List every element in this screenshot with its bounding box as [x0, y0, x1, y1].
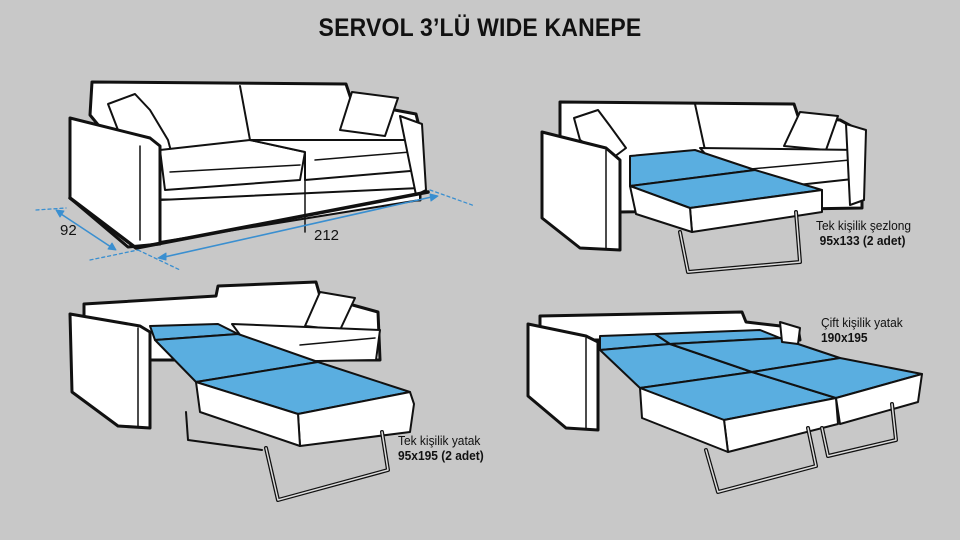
dimension-lines — [35, 189, 476, 271]
sofa-chaise-illustration — [540, 100, 867, 274]
page-title: SERVOL 3’LÜ WIDE KANEPE — [318, 14, 642, 42]
depth-dimension-label: 92 — [60, 222, 77, 239]
sofa-double-bed-illustration — [526, 310, 923, 494]
chaise-caption-size: 95x133 (2 adet) — [819, 233, 906, 248]
sofa-closed-illustration — [35, 80, 476, 271]
chaise-caption: Tek kişilik şezlong 95x133 (2 adet) — [816, 218, 911, 248]
double-bed-caption: Çift kişilik yatak 190x195 — [821, 315, 903, 345]
single-bed-caption-title: Tek kişilik yatak — [398, 433, 481, 448]
chaise-caption-title: Tek kişilik şezlong — [816, 218, 912, 233]
width-dimension-label: 212 — [314, 227, 340, 244]
double-bed-caption-size: 190x195 — [821, 330, 868, 345]
single-bed-caption-size: 95x195 (2 adet) — [398, 448, 484, 463]
single-bed-caption: Tek kişilik yatak 95x195 (2 adet) — [398, 433, 484, 463]
sofa-single-bed-illustration — [68, 280, 415, 502]
double-bed-caption-title: Çift kişilik yatak — [821, 315, 903, 330]
